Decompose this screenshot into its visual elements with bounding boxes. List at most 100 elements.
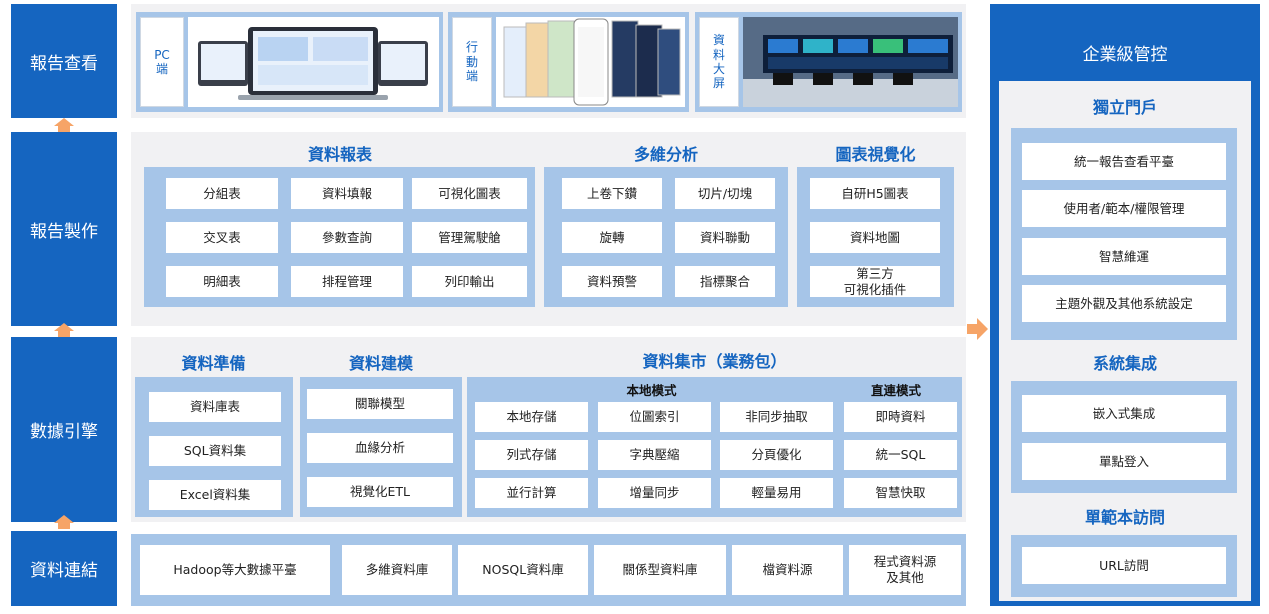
model-item: 關聯模型 <box>307 389 453 419</box>
integration-group: 嵌入式集成 單點登入 <box>1011 381 1237 493</box>
connect-item: NOSQL資料庫 <box>458 545 588 595</box>
mart-title: 資料集市（業務包） <box>642 352 787 371</box>
control-room-icon <box>743 17 958 107</box>
prep-title: 資料準備 <box>181 354 246 373</box>
model-item: 視覺化ETL <box>307 477 453 507</box>
laptop-icon <box>198 27 428 100</box>
integration-item: 嵌入式集成 <box>1022 395 1226 432</box>
connect-item: 程式資料源 及其他 <box>849 545 961 595</box>
mart-direct-item: 智慧快取 <box>844 478 957 508</box>
up-arrow-icon <box>54 323 74 337</box>
model-item: 血緣分析 <box>307 433 453 463</box>
layer-report-make: 報告製作 <box>11 132 117 326</box>
report-item: 資料填報 <box>291 178 403 209</box>
report-make-panel: 資料報表 分組表 資料填報 可視化圖表 交叉表 參數查詢 管理駕駛艙 明細表 排… <box>131 132 966 326</box>
connect-item: 關係型資料庫 <box>594 545 726 595</box>
report-item: 分組表 <box>166 178 278 209</box>
enterprise-panel: 企業級管控 獨立門戶 統一報告查看平臺 使用者/範本/權限管理 智慧維運 主題外… <box>990 4 1260 606</box>
report-item: 明細表 <box>166 266 278 297</box>
single-item: URL訪問 <box>1022 547 1226 584</box>
report-title: 資料報表 <box>307 145 372 164</box>
multi-item: 指標聚合 <box>675 266 775 297</box>
mart-local-item: 列式存儲 <box>475 440 588 470</box>
report-item: 交叉表 <box>166 222 278 253</box>
phone-icon <box>503 18 681 106</box>
layer-report-view-label: 報告查看 <box>30 53 98 74</box>
prep-item: SQL資料集 <box>149 436 281 466</box>
up-arrow-icon <box>54 118 74 132</box>
multi-group: 上卷下鑽 切片/切塊 旋轉 資料聯動 資料預警 指標聚合 <box>544 167 788 307</box>
mart-local-item: 分頁優化 <box>720 440 833 470</box>
enterprise-title: 企業級管控 <box>1082 44 1168 65</box>
report-item: 可視化圖表 <box>412 178 527 209</box>
local-mode-label: 本地模式 <box>626 382 677 398</box>
model-title: 資料建模 <box>348 354 413 373</box>
layer-report-view: 報告查看 <box>11 4 117 118</box>
enterprise-inner: 獨立門戶 統一報告查看平臺 使用者/範本/權限管理 智慧維運 主題外觀及其他系統… <box>999 81 1251 601</box>
mart-local-item: 位圖索引 <box>598 402 711 432</box>
up-arrow-icon <box>54 515 74 529</box>
direct-mode-label: 直連模式 <box>870 382 921 398</box>
multi-item: 資料聯動 <box>675 222 775 253</box>
mart-group: 本地模式 直連模式 本地存儲 位圖索引 非同步抽取 即時資料 列式存儲 字典壓縮… <box>467 377 962 517</box>
bigscreen-photo-image <box>743 17 958 107</box>
mart-local-item: 本地存儲 <box>475 402 588 432</box>
portal-item: 統一報告查看平臺 <box>1022 143 1226 180</box>
bigscreen-label: 資 料 大 屏 <box>699 17 739 107</box>
chartvis-item: 第三方 可視化插件 <box>810 266 940 297</box>
layer-data-engine: 數據引擎 <box>11 337 117 522</box>
model-group: 關聯模型 血緣分析 視覺化ETL <box>300 377 462 517</box>
mobile-view-group: 行 動 端 <box>448 12 689 112</box>
chartvis-item: 資料地圖 <box>810 222 940 253</box>
multi-item: 切片/切塊 <box>675 178 775 209</box>
report-item: 排程管理 <box>291 266 403 297</box>
report-item: 參數查詢 <box>291 222 403 253</box>
report-group: 分組表 資料填報 可視化圖表 交叉表 參數查詢 管理駕駛艙 明細表 排程管理 列… <box>144 167 535 307</box>
prep-item: Excel資料集 <box>149 480 281 510</box>
report-item: 管理駕駛艙 <box>412 222 527 253</box>
portal-item: 智慧維運 <box>1022 238 1226 275</box>
mart-direct-item: 即時資料 <box>844 402 957 432</box>
report-item: 列印輸出 <box>412 266 527 297</box>
mart-local-item: 輕量易用 <box>720 478 833 508</box>
connect-item: 多維資料庫 <box>342 545 452 595</box>
integration-item: 單點登入 <box>1022 443 1226 480</box>
chartvis-title: 圖表視覺化 <box>835 145 916 164</box>
mart-local-item: 非同步抽取 <box>720 402 833 432</box>
mart-local-item: 字典壓縮 <box>598 440 711 470</box>
view-panel: PC 端 行 動 端 <box>131 4 966 118</box>
portal-item: 主題外觀及其他系統設定 <box>1022 285 1226 322</box>
mart-local-item: 增量同步 <box>598 478 711 508</box>
layer-report-make-label: 報告製作 <box>30 221 98 242</box>
layer-data-connect-label: 資料連結 <box>30 561 98 581</box>
portal-item: 使用者/範本/權限管理 <box>1022 190 1226 227</box>
pc-view-group: PC 端 <box>136 12 443 112</box>
layer-data-connect: 資料連結 <box>11 531 117 606</box>
connect-group: Hadoop等大數據平臺 多維資料庫 NOSQL資料庫 關係型資料庫 檔資料源 … <box>131 534 966 606</box>
bigscreen-view-group: 資 料 大 屏 <box>695 12 962 112</box>
multi-title: 多維分析 <box>633 145 698 164</box>
integration-title: 系統集成 <box>1092 354 1157 373</box>
right-arrow-icon <box>967 318 989 344</box>
mobile-screenshot-image <box>496 17 685 107</box>
connect-item: 檔資料源 <box>732 545 843 595</box>
portal-title: 獨立門戶 <box>1092 98 1157 117</box>
mart-local-item: 並行計算 <box>475 478 588 508</box>
layer-data-engine-label: 數據引擎 <box>30 422 98 442</box>
multi-item: 資料預警 <box>562 266 662 297</box>
multi-item: 上卷下鑽 <box>562 178 662 209</box>
pc-label: PC 端 <box>140 17 184 107</box>
prep-group: 資料庫表 SQL資料集 Excel資料集 <box>135 377 293 517</box>
chartvis-group: 自研H5圖表 資料地圖 第三方 可視化插件 <box>797 167 954 307</box>
single-title: 單範本訪問 <box>1084 508 1165 527</box>
single-group: URL訪問 <box>1011 535 1237 597</box>
pc-screenshot-image <box>188 17 439 107</box>
portal-group: 統一報告查看平臺 使用者/範本/權限管理 智慧維運 主題外觀及其他系統設定 <box>1011 128 1237 340</box>
data-engine-panel: 資料準備 資料庫表 SQL資料集 Excel資料集 資料建模 關聯模型 血緣分析… <box>131 337 966 522</box>
prep-item: 資料庫表 <box>149 392 281 422</box>
connect-item: Hadoop等大數據平臺 <box>140 545 330 595</box>
mart-direct-item: 統一SQL <box>844 440 957 470</box>
multi-item: 旋轉 <box>562 222 662 253</box>
chartvis-item: 自研H5圖表 <box>810 178 940 209</box>
mobile-label: 行 動 端 <box>452 17 492 107</box>
